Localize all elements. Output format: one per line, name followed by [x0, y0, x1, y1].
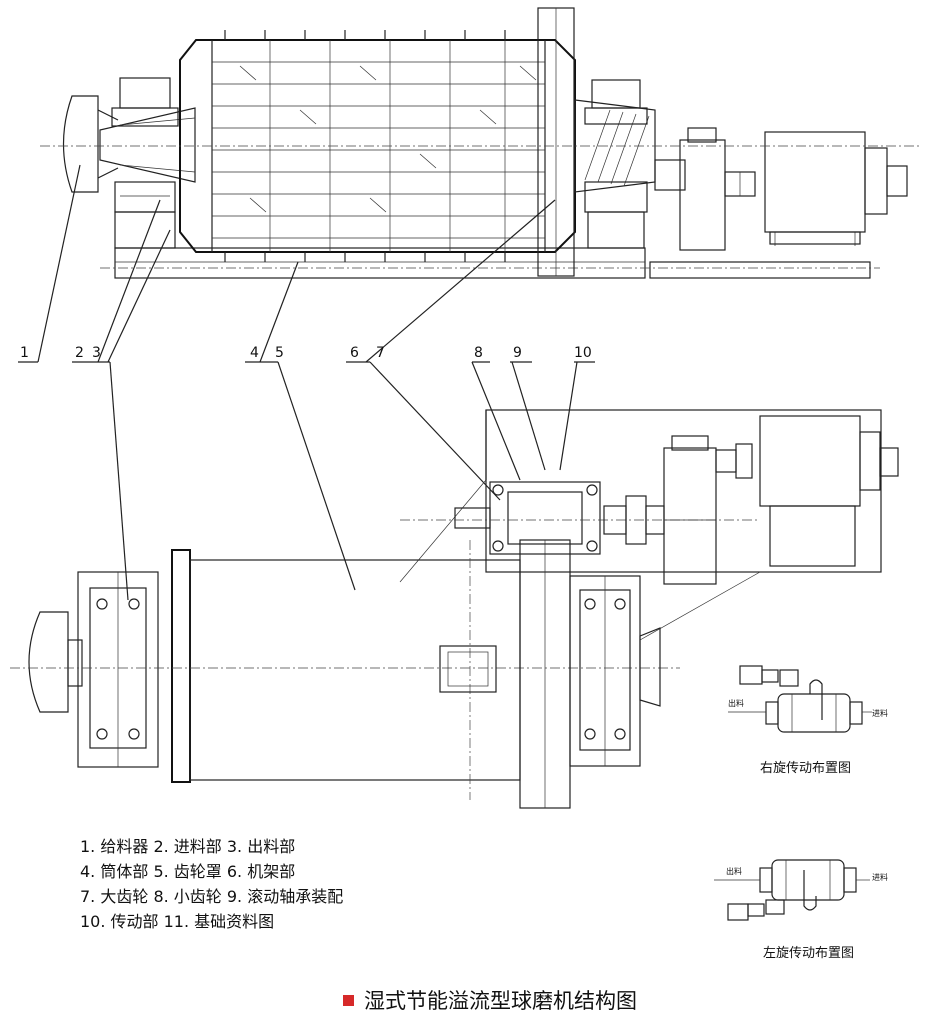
legend-line: 4. 筒体部 5. 齿轮罩 6. 机架部	[80, 862, 296, 881]
callout-4: 4	[250, 345, 259, 361]
inset-left-diagram: 出料 进料	[714, 859, 888, 921]
parts-legend: 1. 给料器 2. 进料部 3. 出料部 4. 筒体部 5. 齿轮罩 6. 机架…	[80, 834, 343, 934]
callout-9: 9	[513, 345, 522, 361]
inset-right-in-label: 进料	[872, 708, 888, 718]
figure-caption-text: 湿式节能溢流型球磨机结构图	[364, 989, 637, 1013]
callout-6: 6	[350, 345, 359, 361]
leader-lines	[18, 164, 595, 601]
caption-marker-icon	[343, 994, 354, 1006]
callout-10: 10	[574, 345, 592, 361]
figure-caption: 湿式节能溢流型球磨机结构图	[343, 985, 637, 1015]
elevation-view	[40, 7, 920, 279]
callout-3: 3	[92, 345, 101, 361]
callout-7: 7	[376, 345, 385, 361]
callout-numbers: 1 2 3 4 5 6 7 8 9 10	[20, 345, 592, 361]
legend-line: 10. 传动部 11. 基础资料图	[80, 912, 275, 931]
inset-left-in-label: 进料	[872, 872, 888, 882]
plan-view	[10, 409, 899, 809]
legend-line: 1. 给料器 2. 进料部 3. 出料部	[80, 837, 296, 856]
inset-left-out-label: 出料	[726, 866, 742, 876]
callout-8: 8	[474, 345, 483, 361]
callout-2: 2	[75, 345, 84, 361]
legend-line: 7. 大齿轮 8. 小齿轮 9. 滚动轴承装配	[80, 887, 344, 906]
inset-right-diagram: 出料 进料	[728, 665, 888, 733]
callout-5: 5	[275, 345, 284, 361]
callout-1: 1	[20, 345, 29, 361]
inset-right-caption: 右旋传动布置图	[760, 761, 852, 776]
inset-right-out-label: 出料	[728, 698, 744, 708]
inset-left-caption: 左旋传动布置图	[763, 946, 855, 961]
